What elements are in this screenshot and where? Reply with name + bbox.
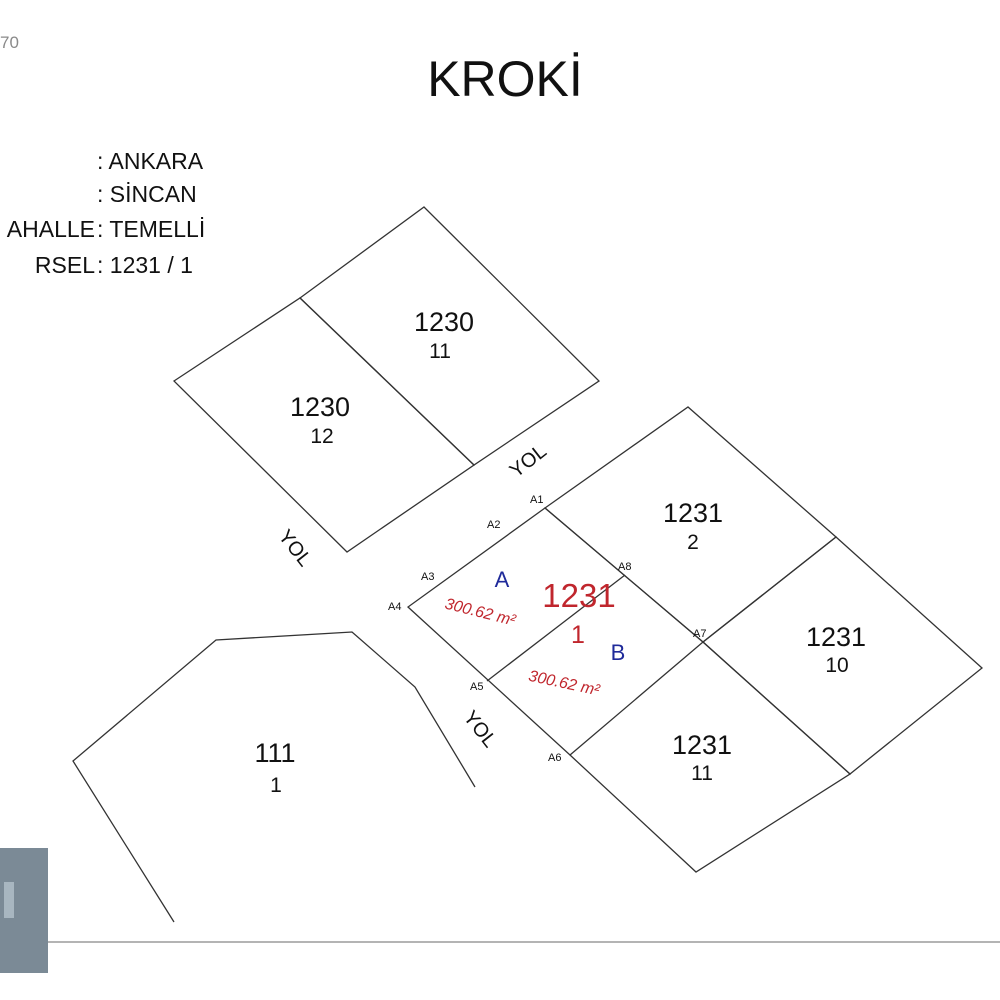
sub-part-b-label: B	[611, 640, 626, 665]
road-label-3: YOL	[459, 707, 501, 752]
parcel-1231-2-block: 1231	[663, 498, 723, 528]
corner-partial-text: 70	[0, 33, 19, 52]
point-label-a6: A6	[548, 752, 561, 764]
sub-part-a-label: A	[495, 567, 510, 592]
parcel-1231-11-outline	[569, 641, 852, 873]
point-label-a1: A1	[530, 494, 543, 506]
parcel-111-1-outline	[72, 631, 476, 923]
parcel-1231-1-subdivision-line	[486, 574, 626, 682]
parcel-1231-11-block: 1231	[672, 730, 732, 760]
info-label-neighborhood: AHALLE	[6, 216, 95, 242]
parcel-111-1-block: 111	[254, 738, 295, 768]
info-value-neighborhood: : TEMELLİ	[97, 216, 206, 242]
point-label-a3: A3	[421, 571, 434, 583]
point-label-a2: A2	[487, 519, 500, 531]
sub-part-a-area: 300.62 m²	[443, 596, 518, 630]
parcel-1230-12-number: 12	[310, 425, 333, 448]
info-value-parcel: : 1231 / 1	[97, 252, 193, 278]
parcel-1231-10-block: 1231	[806, 622, 866, 652]
subject-parcel-block: 1231	[542, 577, 615, 614]
info-label-parcel: RSEL	[34, 252, 95, 278]
subject-parcel-number: 1	[571, 621, 585, 649]
parcel-1230-12-block: 1230	[290, 392, 350, 422]
road-label-1: YOL	[506, 440, 551, 482]
parcel-1231-11-number: 11	[691, 762, 713, 785]
thumbnail-image	[0, 848, 48, 973]
parcel-1230-11-number: 11	[429, 340, 451, 363]
parcel-1230-12-outline	[172, 297, 476, 553]
point-label-a8: A8	[618, 561, 631, 573]
parcel-1231-10-number: 10	[825, 654, 848, 677]
sub-part-b-area: 300.62 m²	[527, 668, 602, 700]
parcel-lines	[72, 206, 984, 923]
thumbnail-detail	[4, 882, 14, 918]
point-label-a7: A7	[693, 628, 706, 640]
parcel-1231-1-outline	[406, 507, 705, 756]
road-label-2: YOL	[274, 526, 316, 571]
info-value-province: : ANKARA	[97, 148, 204, 174]
parcel-1230-11-block: 1230	[414, 307, 474, 337]
point-label-a4: A4	[388, 601, 401, 613]
info-value-district: : SİNCAN	[97, 181, 197, 207]
page-title: KROKİ	[427, 51, 583, 107]
parcel-1231-2-number: 2	[687, 531, 699, 554]
parcel-111-1-number: 1	[270, 774, 282, 797]
point-label-a5: A5	[470, 681, 483, 693]
